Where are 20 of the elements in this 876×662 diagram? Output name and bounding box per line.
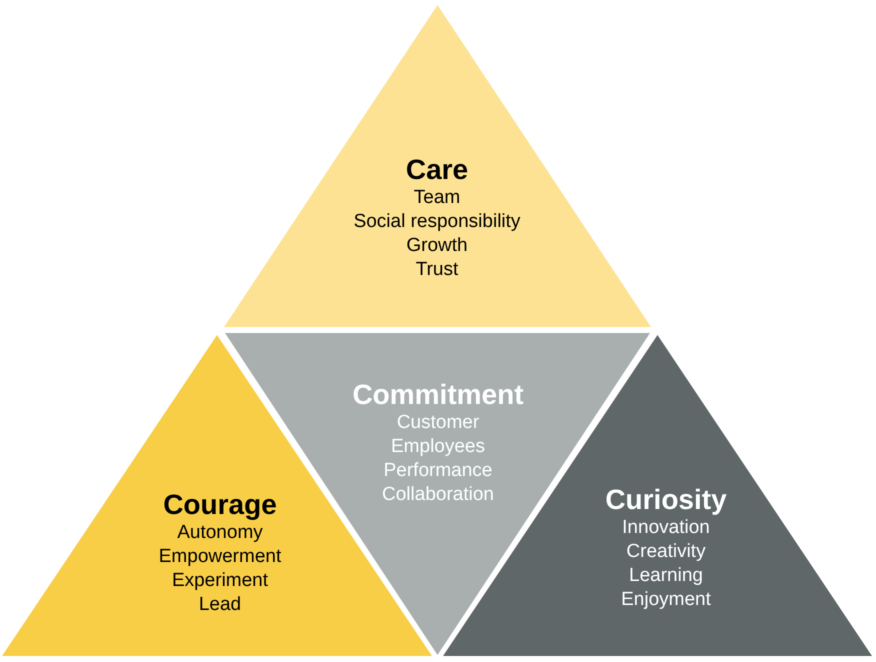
value-keyword: Experiment xyxy=(172,569,268,593)
value-keyword: Team xyxy=(414,186,460,210)
value-heading: Courage xyxy=(163,489,277,521)
value-keyword: Lead xyxy=(198,593,242,617)
value-heading: Commitment xyxy=(352,379,524,411)
value-keyword: Learning xyxy=(629,564,703,588)
value-keyword: Creativity xyxy=(626,540,706,564)
value-keyword: Social responsibility xyxy=(354,210,520,234)
value-keyword: Trust xyxy=(416,258,458,282)
value-keyword: Enjoyment xyxy=(621,588,711,612)
value-keyword: Autonomy xyxy=(177,521,263,545)
value-keyword: Innovation xyxy=(622,516,710,540)
value-keyword: Customer xyxy=(396,411,480,435)
value-keyword: Growth xyxy=(406,234,468,258)
value-keyword: Employees xyxy=(391,435,485,459)
value-keyword: Collaboration xyxy=(382,483,494,507)
value-keyword: Performance xyxy=(384,459,492,483)
value-heading: Curiosity xyxy=(605,484,727,516)
value-heading: Care xyxy=(406,154,468,186)
value-keyword: Empowerment xyxy=(158,545,282,569)
